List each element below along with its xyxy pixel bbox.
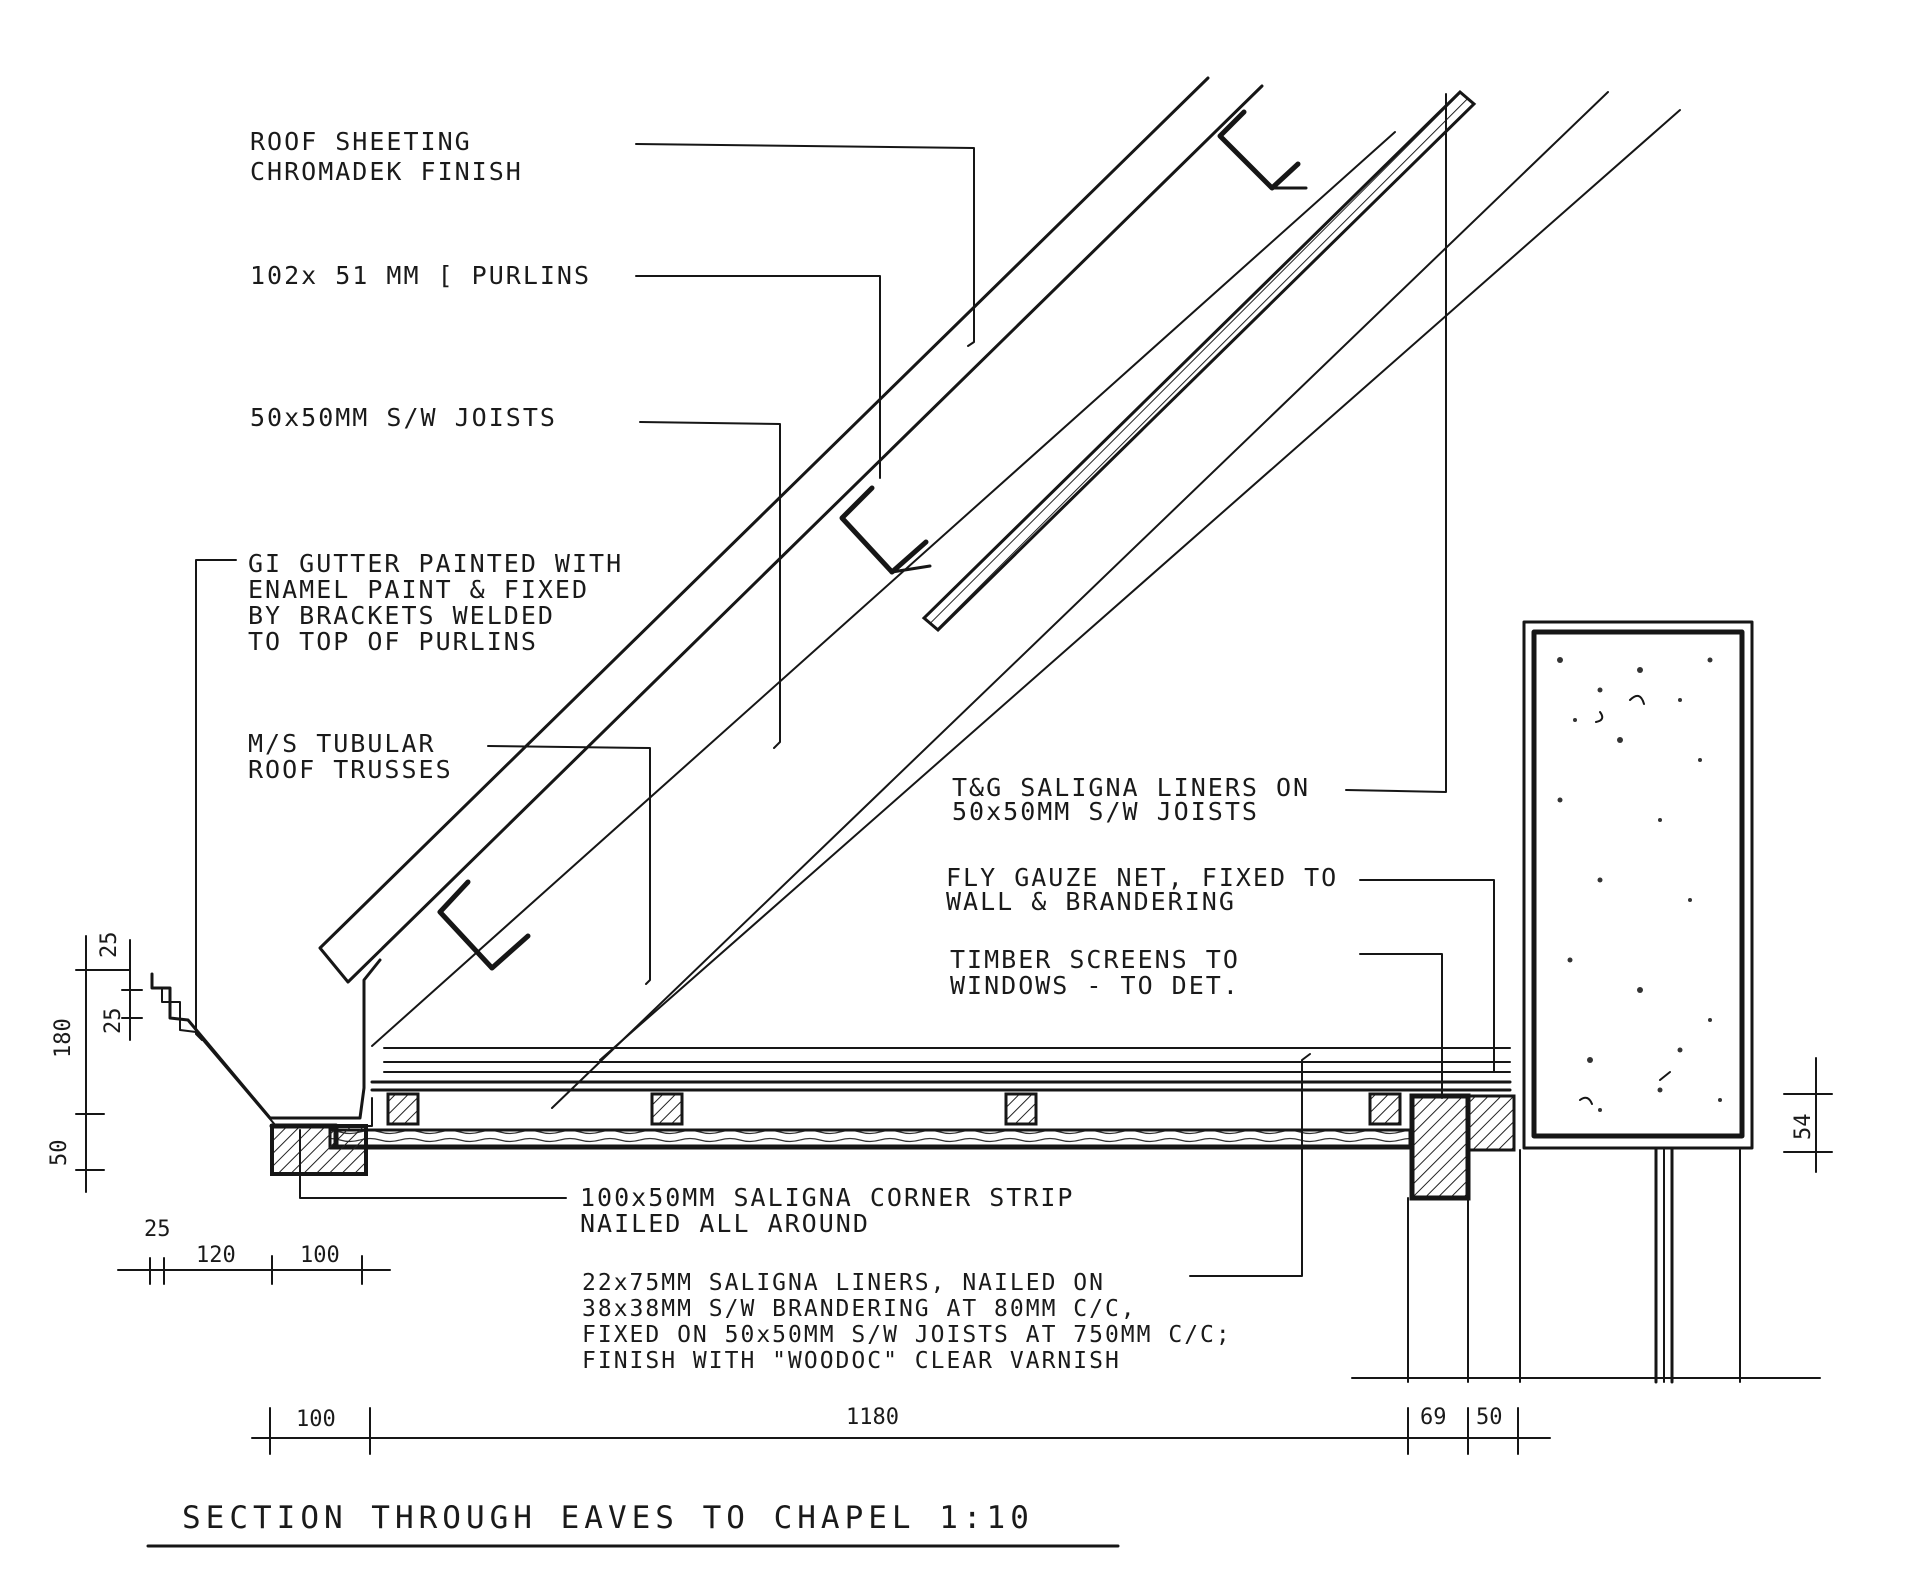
dim-left-25-top: 25 [97, 932, 122, 959]
soffit-structure [328, 1047, 1512, 1150]
window-frame [1351, 1146, 1821, 1384]
label-timber-screens: TIMBER SCREENS TO WINDOWS - TO DET. [950, 945, 1257, 1000]
purlin-middle [839, 485, 932, 575]
label-purlins: 102x 51 MM [ PURLINS [250, 261, 591, 290]
purlin-top [1217, 109, 1308, 191]
label-trusses: M/S TUBULAR ROOF TRUSSES [248, 729, 453, 784]
dim-base-69: 69 [1420, 1405, 1447, 1430]
dim-base-50: 50 [1476, 1405, 1503, 1430]
leader-lines [195, 93, 1495, 1277]
label-roof-sheeting: ROOF SHEETING CHROMADEK FINISH [250, 127, 523, 186]
dim-right-54: 54 [1791, 1114, 1816, 1141]
label-corner-strip: 100x50MM SALIGNA CORNER STRIP NAILED ALL… [580, 1183, 1092, 1238]
dim-bottom-100: 100 [300, 1243, 340, 1268]
label-soffit-liners: 22x75MM SALIGNA LINERS, NAILED ON 38x38M… [582, 1270, 1248, 1374]
roof-truss-lines [371, 91, 1681, 1109]
dim-base-100: 100 [296, 1407, 336, 1432]
joist-blocks [386, 1092, 1402, 1126]
dim-left-180: 180 [51, 1018, 76, 1058]
fly-gauze-strip [921, 89, 1477, 633]
label-fly-gauze: FLY GAUZE NET, FIXED TO WALL & BRANDERIN… [946, 863, 1355, 916]
wall-plate [1409, 1093, 1516, 1201]
dim-left-50: 50 [47, 1140, 72, 1167]
dim-bottom-120: 120 [196, 1243, 236, 1268]
dim-bottom-25: 25 [144, 1217, 171, 1242]
dimension-lines [75, 935, 1833, 1455]
gi-gutter [150, 958, 382, 1127]
dim-base-1180: 1180 [846, 1405, 899, 1430]
roof-sheeting [318, 76, 1264, 984]
corner-strip [269, 1123, 368, 1176]
label-tg-liners: T&G SALIGNA LINERS ON 50x50MM S/W JOISTS [952, 773, 1327, 826]
dim-left-25-mid: 25 [101, 1008, 126, 1035]
label-joists: 50x50MM S/W JOISTS [250, 403, 557, 432]
masonry-wall [1522, 620, 1754, 1150]
drawing-title: SECTION THROUGH EAVES TO CHAPEL 1:10 [182, 1500, 1034, 1536]
label-gutter: GI GUTTER PAINTED WITH ENAMEL PAINT & FI… [248, 549, 640, 656]
purlin-bottom [437, 879, 531, 971]
